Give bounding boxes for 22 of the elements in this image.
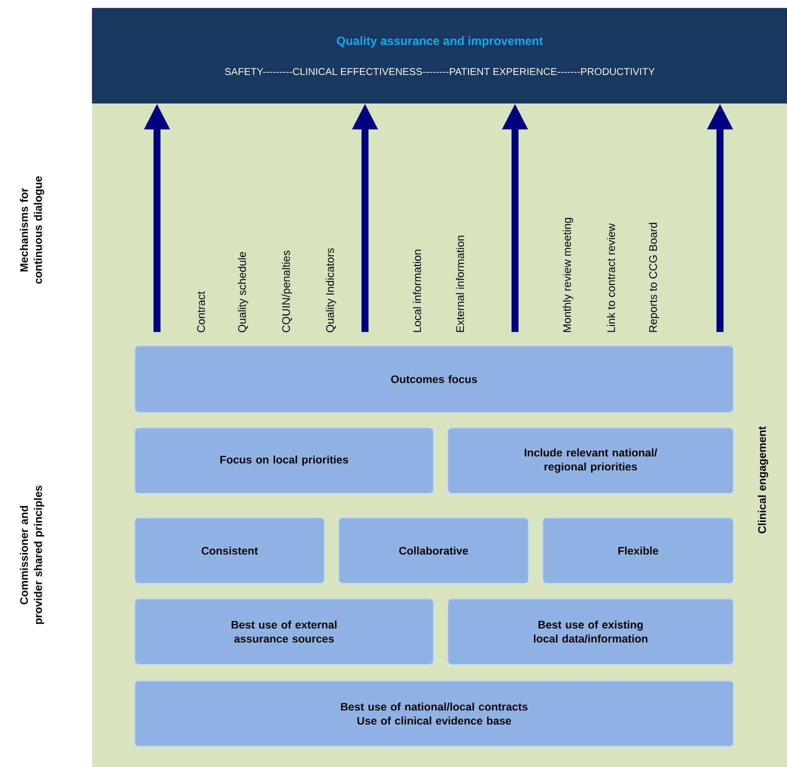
principle-box: Flexible [542,517,734,584]
principle-box: Focus on local priorities [134,427,434,494]
side-label: Mechanisms for continuous dialogue [20,176,44,284]
mechanism-label: CQUIN/penalties [282,250,292,332]
mechanism-label: Reports to CCG Board [648,222,660,332]
principle-box: Include relevant national/ regional priorities [447,427,734,494]
mechanism-label: External information [456,236,464,332]
principle-box: Best use of national/local contracts Use of clinical evidence base [134,680,734,748]
principle-box: Best use of external assurance sources [134,598,434,666]
header-band: Quality assurance and improvement SAFETY---------CLINICAL EFFECTIVENESS--------PATIENT EXPERIENCE-------PRODUCTIVITY [92,8,787,104]
side-label: Commissioner and provider shared principles [20,486,44,624]
mechanism-label: Local information [412,250,422,332]
mechanism-label: Quality schedule [238,252,248,332]
mechanism-label: Contract [197,291,205,332]
mechanism-label: Quality Indicators [326,248,336,332]
mechanism-label: Monthly review meeting [562,218,574,332]
principle-box: Collaborative [338,517,530,584]
mechanism-label: Link to contract review [606,223,616,332]
principle-box: Outcomes focus [134,345,734,414]
principle-box: Consistent [134,517,326,584]
principle-box: Best use of existing local data/information [447,598,734,666]
side-label: Clinical engagement [758,426,768,534]
